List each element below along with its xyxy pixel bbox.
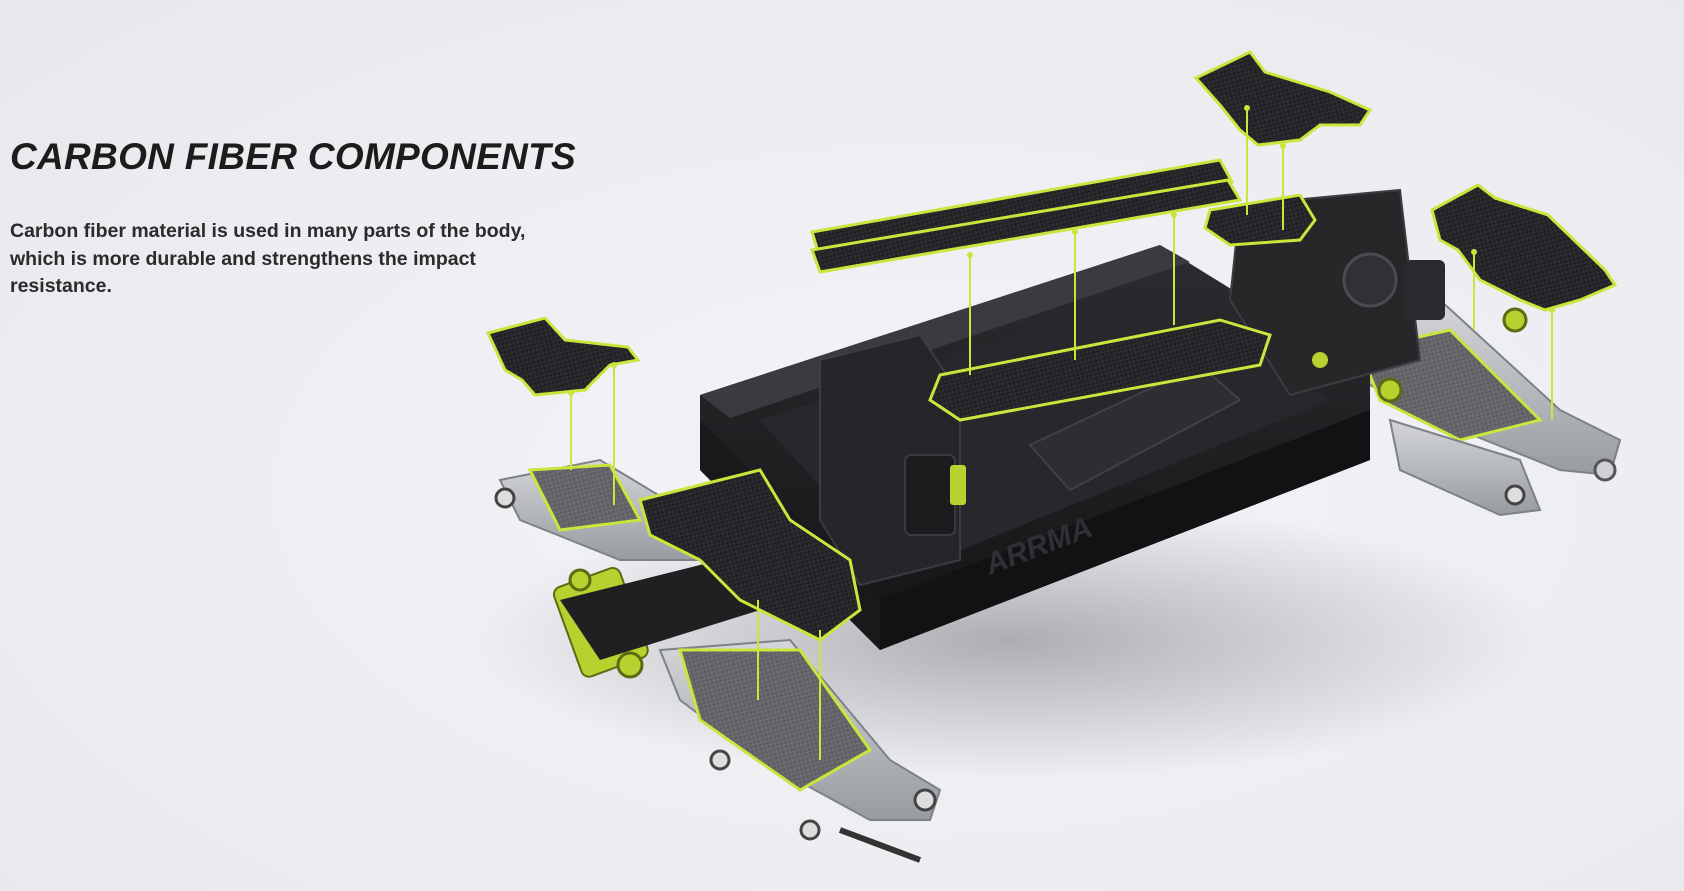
front-suspension — [494, 458, 942, 863]
carbon-rear-shock-tower-plate — [1430, 183, 1618, 312]
section-title: CARBON FIBER COMPONENTS — [10, 136, 577, 177]
chassis-tub: ARRMA — [700, 188, 1528, 650]
carbon-side-brace-plate-lower — [928, 318, 1272, 422]
carbon-rear-arm-plate — [1203, 193, 1317, 247]
carbon-front-chassis-plate — [638, 468, 862, 642]
section-description: Carbon fiber material is used in many pa… — [10, 220, 526, 297]
callout-dots — [568, 105, 1555, 396]
carbon-front-upper-arm-plate — [485, 316, 641, 397]
carbon-chassis-stiffener-lower — [809, 178, 1243, 274]
carbon-rear-top-plate — [1193, 50, 1373, 147]
callout-lines — [570, 108, 1553, 760]
